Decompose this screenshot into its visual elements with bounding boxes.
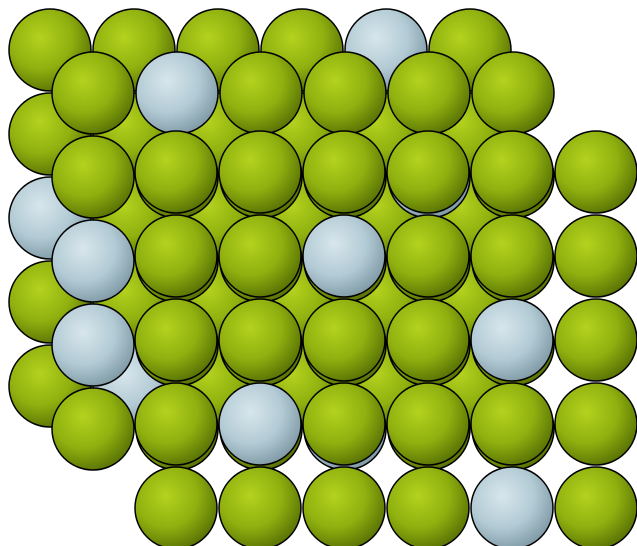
lattice-atom <box>555 131 637 213</box>
substituted-atom <box>219 383 301 465</box>
lattice-atom <box>555 383 637 465</box>
lattice-atom <box>387 467 469 546</box>
lattice-atom <box>303 131 385 213</box>
lattice-atom <box>304 52 386 134</box>
lattice-atom <box>135 299 217 381</box>
lattice-atom <box>219 467 301 546</box>
lattice-atom <box>219 299 301 381</box>
lattice-atom <box>303 383 385 465</box>
lattice-atom <box>387 131 469 213</box>
lattice-atom <box>135 215 217 297</box>
lattice-atom <box>52 388 134 470</box>
lattice-atom <box>303 467 385 546</box>
substituted-atom <box>471 299 553 381</box>
lattice-atom <box>555 215 637 297</box>
lattice-atom <box>52 136 134 218</box>
lattice-atom <box>555 467 637 546</box>
lattice-atom <box>135 131 217 213</box>
lattice-atom <box>387 383 469 465</box>
lattice-atom <box>52 52 134 134</box>
lattice-atom <box>471 131 553 213</box>
lattice-atom <box>471 215 553 297</box>
lattice-atom <box>219 215 301 297</box>
substituted-atom <box>52 304 134 386</box>
substituted-atom <box>303 215 385 297</box>
lattice-atom <box>135 467 217 546</box>
substituted-atom <box>52 220 134 302</box>
lattice-atom <box>220 52 302 134</box>
lattice-atom <box>219 131 301 213</box>
substituted-atom <box>471 467 553 546</box>
substituted-atom <box>136 52 218 134</box>
lattice-atom <box>472 52 554 134</box>
lattice-atom <box>135 383 217 465</box>
lattice-atom <box>471 383 553 465</box>
lattice-atom <box>388 52 470 134</box>
lattice-atom <box>387 215 469 297</box>
lattice-atom <box>555 299 637 381</box>
lattice-atom <box>303 299 385 381</box>
lattice-atom <box>387 299 469 381</box>
